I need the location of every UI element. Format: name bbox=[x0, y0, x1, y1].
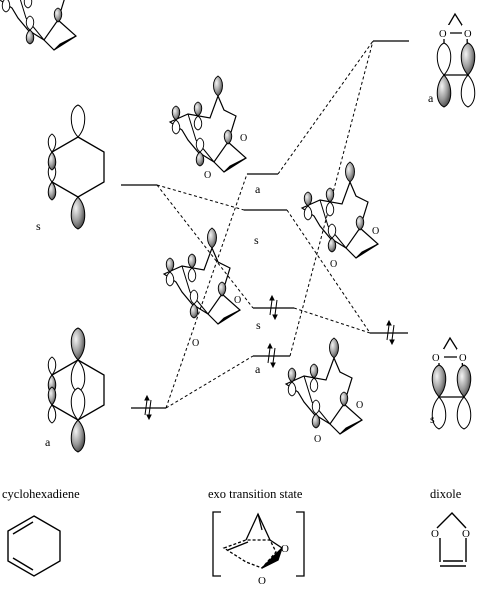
symmetry-label-cyclohexadiene-s: s bbox=[36, 219, 41, 233]
ts-structure-oxygen-2: O bbox=[258, 575, 266, 587]
ts-orbital-right-lower bbox=[285, 337, 363, 435]
symmetry-label-cyclohexadiene-a: a bbox=[45, 435, 51, 449]
ts-orbital-template bbox=[0, 0, 77, 51]
cyclohexadiene-a-orbital bbox=[47, 327, 105, 453]
cyclohexadiene-s-orbital bbox=[47, 104, 105, 230]
ts-orbital-right-upper bbox=[301, 161, 379, 259]
ts-rlo-oxygen-2: O bbox=[314, 434, 321, 445]
symmetry-label-ts-s-upper: s bbox=[254, 233, 259, 247]
caption-cyclohexadiene: cyclohexadiene bbox=[2, 487, 80, 501]
ts-orbital-top bbox=[169, 75, 247, 173]
dixole-s-oxygen-1: O bbox=[432, 353, 440, 364]
ts-top-oxygen-2: O bbox=[204, 170, 211, 181]
dixole-structure-oxygen-2: O bbox=[462, 528, 470, 540]
ts-structure-oxygen-1: O bbox=[281, 543, 289, 555]
caption-exo-transition-state: exo transition state bbox=[208, 487, 303, 501]
symmetry-label-dixole-s: s bbox=[430, 412, 435, 426]
ts-rup-oxygen-1: O bbox=[372, 226, 379, 237]
symmetry-label-dixole-a: a bbox=[428, 91, 434, 105]
ts-rlo-oxygen-1: O bbox=[356, 400, 363, 411]
correlation-lines bbox=[156, 40, 374, 409]
electron-pairs bbox=[144, 294, 395, 421]
dixole-structure bbox=[436, 511, 467, 567]
dixole-a-oxygen-1: O bbox=[439, 29, 447, 40]
caption-dixole: dixole bbox=[430, 487, 462, 501]
symmetry-label-ts-s-lower: s bbox=[256, 318, 261, 332]
cyclohexadiene-structure bbox=[7, 515, 61, 577]
ts-mid-oxygen-1: O bbox=[234, 295, 241, 306]
dixole-structure-oxygen-1: O bbox=[431, 528, 439, 540]
electron-pair-ts-s-lower bbox=[269, 294, 278, 321]
dixole-a-orbital bbox=[435, 12, 477, 108]
dixole-a-oxygen-2: O bbox=[464, 29, 472, 40]
dixole-s-orbital bbox=[429, 336, 472, 430]
ts-top-oxygen-1: O bbox=[240, 133, 247, 144]
ts-rup-oxygen-2: O bbox=[330, 259, 337, 270]
symmetry-label-ts-a-upper: a bbox=[255, 182, 261, 196]
dixole-s-oxygen-2: O bbox=[459, 353, 467, 364]
energy-levels bbox=[121, 40, 409, 409]
ts-mid-oxygen-2: O bbox=[192, 338, 199, 349]
symmetry-label-ts-a-lower: a bbox=[255, 362, 261, 376]
exo-transition-state-structure bbox=[212, 511, 305, 577]
electron-pair-cyclohexadiene-a bbox=[144, 394, 152, 421]
electron-pair-dixole-s bbox=[386, 319, 395, 346]
electron-pair-ts-a-lower bbox=[267, 342, 276, 369]
